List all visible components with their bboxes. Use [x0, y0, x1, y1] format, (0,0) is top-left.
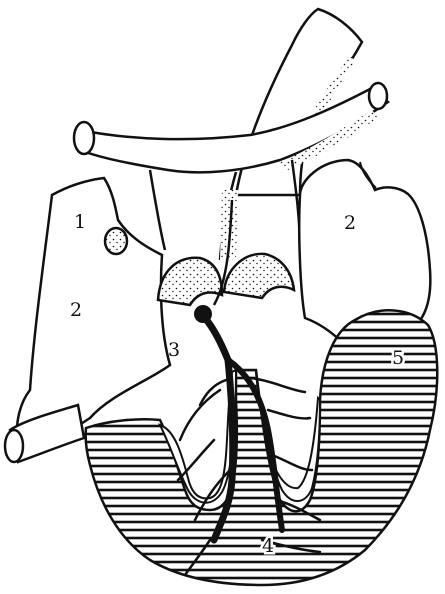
label-2-left: 2 [70, 299, 82, 321]
his-bundle [205, 318, 228, 360]
label-5: 5 [392, 347, 404, 369]
trunk-left-opening [74, 122, 94, 154]
trunk-right-opening [369, 83, 387, 109]
label-3: 3 [168, 339, 180, 361]
lower-left-vein-opening [5, 430, 23, 462]
valve-cusp-left [158, 258, 222, 305]
left-chamber-outline [17, 178, 170, 445]
valve-cusp-middle [224, 254, 294, 298]
label-2-right: 2 [344, 212, 356, 234]
label-4: 4 [262, 535, 274, 557]
label-1: 1 [74, 211, 86, 233]
atrial-appendage [105, 228, 127, 254]
